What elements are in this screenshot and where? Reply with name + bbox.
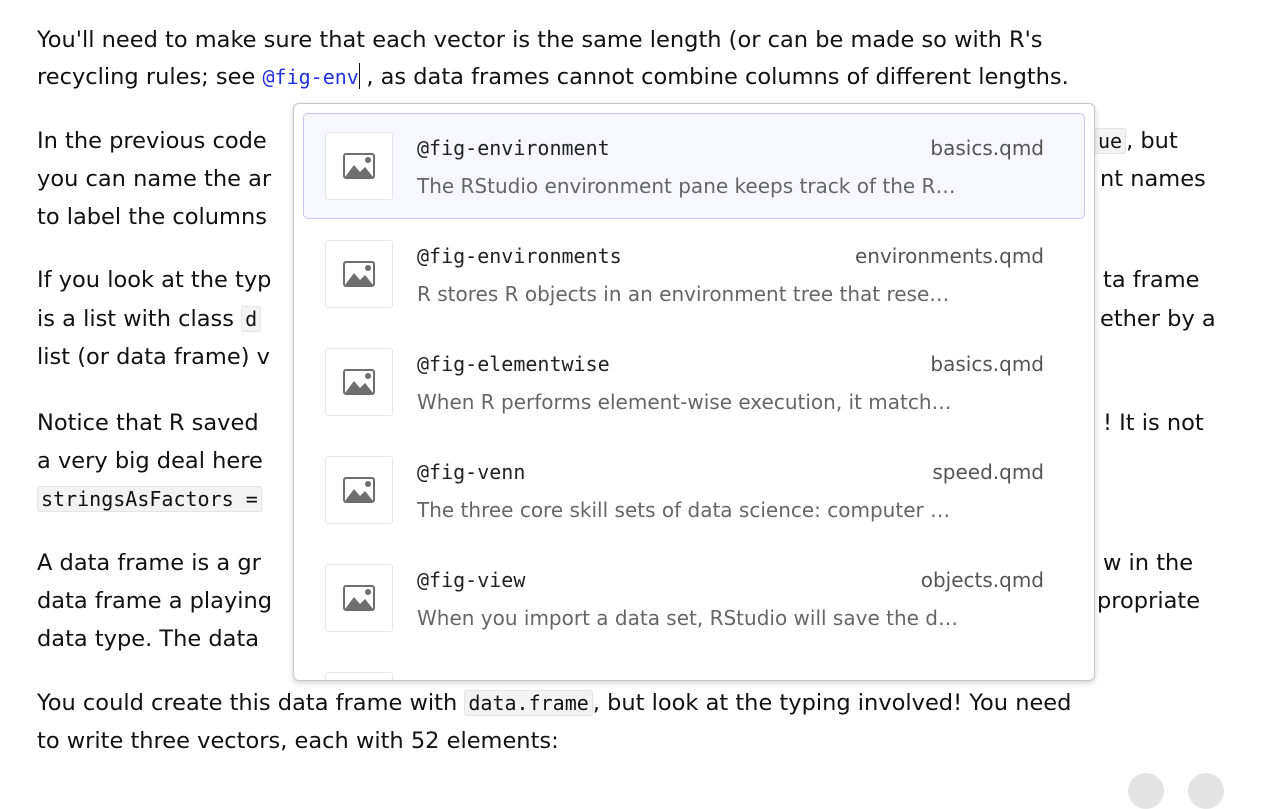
text-line: ue, but <box>1094 126 1178 156</box>
text-line: data type. The data <box>37 626 260 652</box>
image-icon <box>325 672 393 680</box>
text-line: Notice that R saved <box>37 410 259 436</box>
text-line: is a list with class d <box>37 304 262 334</box>
text-line: w in the <box>1103 550 1194 576</box>
text: , but <box>1126 128 1178 154</box>
inline-code: ue <box>1094 128 1127 154</box>
text: , as data frames cannot combine columns … <box>366 64 1069 90</box>
cross-reference-input[interactable]: @fig-env <box>262 65 359 89</box>
text-line: nt names <box>1100 166 1206 192</box>
text: You could create this data frame with <box>37 690 465 716</box>
text-line: data frame a playing <box>37 588 273 614</box>
item-file: basics.qmd <box>930 352 1044 376</box>
item-label: @fig-elementwise <box>417 352 610 376</box>
item-file: objects.qmd <box>920 568 1044 592</box>
item-file: speed.qmd <box>932 460 1044 484</box>
text-line: list (or data frame) v <box>37 344 270 370</box>
item-label: @fig-venn <box>417 460 526 484</box>
text: recycling rules; see <box>37 64 263 90</box>
text-line: ta frame <box>1103 267 1200 293</box>
image-icon <box>325 240 393 308</box>
autocomplete-item[interactable] <box>303 653 1085 680</box>
inline-code: stringsAsFactors = <box>37 486 262 512</box>
text-line: ! It is not <box>1103 410 1204 436</box>
item-file: environments.qmd <box>854 244 1044 268</box>
image-icon <box>325 348 393 416</box>
image-icon <box>325 456 393 524</box>
item-description: R stores R objects in an environment tre… <box>417 282 950 306</box>
text-line: you can name the ar <box>37 166 272 192</box>
text-line: a very big deal here <box>37 448 263 474</box>
text-line: to write three vectors, each with 52 ele… <box>37 728 559 754</box>
text: , but look at the typing involved! You n… <box>592 690 1072 716</box>
text-line: to label the columns <box>37 204 267 230</box>
text-line: stringsAsFactors = <box>37 484 262 514</box>
autocomplete-item[interactable]: @fig-view objects.qmd When you import a … <box>303 545 1085 651</box>
autocomplete-item[interactable]: @fig-venn speed.qmd The three core skill… <box>303 437 1085 543</box>
floating-button[interactable] <box>1188 773 1224 809</box>
text-line: In the previous code <box>37 128 267 154</box>
autocomplete-item[interactable]: @fig-environments environments.qmd R sto… <box>303 221 1085 327</box>
image-icon <box>325 564 393 632</box>
inline-code: data.frame <box>464 690 593 716</box>
text-line: You'll need to make sure that each vecto… <box>37 27 1043 53</box>
item-label: @fig-view <box>417 568 526 592</box>
item-label: @fig-environments <box>417 244 622 268</box>
item-description: The three core skill sets of data scienc… <box>417 498 951 522</box>
item-description: The RStudio environment pane keeps track… <box>417 174 956 198</box>
image-icon <box>325 132 393 200</box>
text-line: propriate <box>1097 588 1201 614</box>
text-line: You could create this data frame with da… <box>37 688 1071 718</box>
autocomplete-item[interactable]: @fig-elementwise basics.qmd When R perfo… <box>303 329 1085 435</box>
text-line: If you look at the typ <box>37 267 272 293</box>
text: is a list with class <box>37 306 242 332</box>
autocomplete-item[interactable]: @fig-environment basics.qmd The RStudio … <box>303 113 1085 219</box>
text-line: ether by a <box>1100 306 1216 332</box>
item-description: When you import a data set, RStudio will… <box>417 606 958 630</box>
text-line: recycling rules; see @fig-env , as data f… <box>37 62 1069 92</box>
text-line: A data frame is a gr <box>37 550 261 576</box>
item-label: @fig-environment <box>417 136 610 160</box>
item-description: When R performs element-wise execution, … <box>417 390 952 414</box>
autocomplete-popup[interactable]: @fig-environment basics.qmd The RStudio … <box>293 103 1095 681</box>
floating-button[interactable] <box>1128 773 1164 809</box>
item-file: basics.qmd <box>930 136 1044 160</box>
inline-code: d <box>241 306 262 332</box>
text-cursor <box>358 63 361 89</box>
